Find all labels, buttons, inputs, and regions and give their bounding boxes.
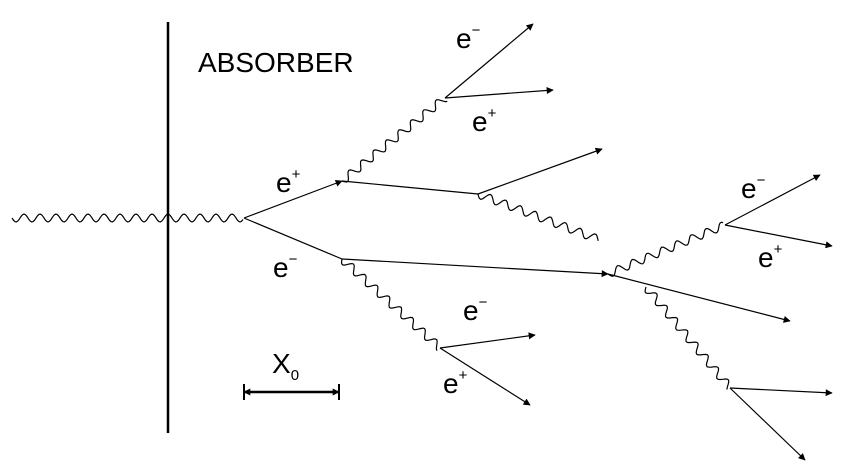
particle-label: e+: [758, 241, 783, 273]
incoming-photon-wave: [11, 213, 244, 223]
photon-wave: [644, 286, 730, 390]
track-f: [439, 347, 531, 406]
particle-label: e−: [273, 251, 298, 283]
particle-label: e+: [276, 166, 301, 198]
particle-label: e−: [456, 22, 481, 54]
track-electron-continue: [341, 258, 609, 278]
photon-wave: [341, 99, 448, 183]
particle-label: e−: [741, 172, 766, 204]
particle-label: e+: [443, 367, 468, 399]
track-primary-electron: [243, 217, 343, 260]
track-b: [444, 23, 534, 99]
particle-label: e+: [472, 105, 497, 137]
track-primary-positron: [243, 179, 343, 219]
track-g: [724, 174, 821, 226]
track-h: [724, 224, 833, 249]
track-positron-continue: [341, 180, 479, 195]
track-j: [729, 387, 806, 461]
track-d: [607, 273, 791, 323]
radiation-length-label: X0: [272, 348, 299, 384]
track-i: [729, 387, 833, 397]
photon-wave: [340, 258, 438, 351]
track-e: [439, 332, 536, 349]
particle-label: e−: [463, 294, 488, 326]
photon-wave: [477, 193, 599, 242]
track-a: [477, 147, 603, 195]
photon-wave: [607, 221, 724, 277]
absorber-label: ABSORBER: [198, 47, 354, 78]
track-c: [444, 86, 554, 99]
